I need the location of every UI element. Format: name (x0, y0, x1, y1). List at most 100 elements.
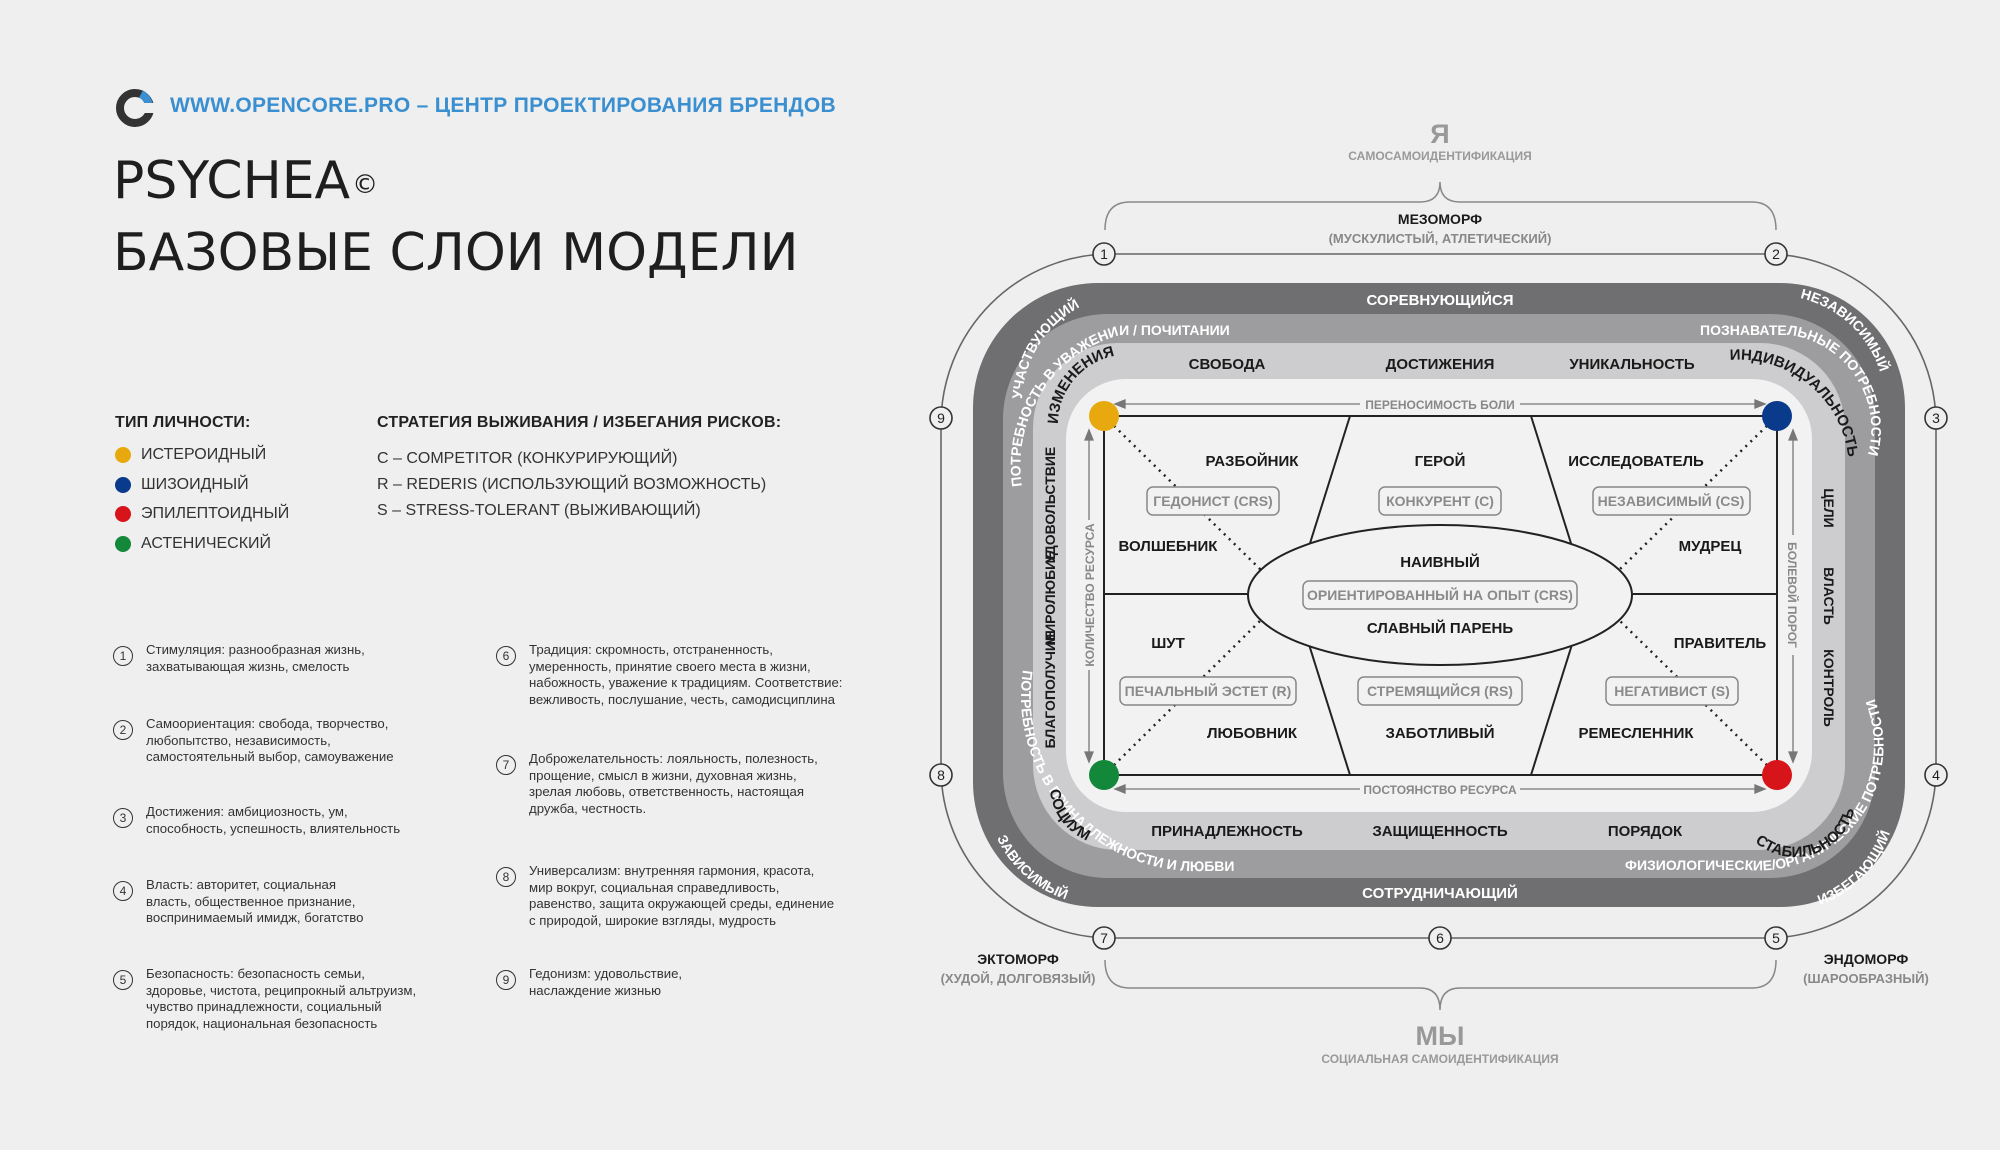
body-endomorph: ЭНДОМОРФ (1824, 951, 1909, 967)
motive-bottom: ПРИНАДЛЕЖНОСТЬ (1151, 823, 1303, 840)
archetype-label: ГЕРОЙ (1415, 452, 1466, 470)
ring-number: 4 (1932, 767, 1940, 783)
ring-number: 9 (937, 410, 945, 426)
value-number-icon: 8 (496, 867, 516, 887)
page-title: PSYCHEA© БАЗОВЫЕ СЛОИ МОДЕЛИ (113, 145, 799, 289)
personality-type-label: ЭПИЛЕПТОИДНЫЙ (141, 505, 290, 522)
personality-type: ИСТЕРОИДНЫЙ (115, 446, 266, 464)
archetype-label: ПРАВИТЕЛЬ (1674, 635, 1767, 652)
strategy-box-competitor (1378, 486, 1502, 516)
strategy-label: СТРЕМЯЩИЙСЯ (RS) (1367, 682, 1513, 699)
personality-type-label: ИСТЕРОИДНЫЙ (141, 446, 267, 463)
value-text: Власть: авторитет, социальная власть, об… (146, 877, 364, 926)
axis-left: КОЛИЧЕСТВО РЕСУРСА (1083, 523, 1097, 667)
value-number-icon: 7 (496, 755, 516, 775)
dot-hysteroid (1089, 401, 1119, 431)
ring-number: 1 (1100, 246, 1108, 262)
motive-left: УДОВОЛЬСТВИЕ (1042, 447, 1058, 564)
title-line2: БАЗОВЫЕ СЛОИ МОДЕЛИ (113, 223, 799, 283)
archetype-label: ШУТ (1151, 635, 1185, 652)
archetype-label: ЗАБОТЛИВЫЙ (1385, 724, 1494, 742)
copyright-sign: © (352, 170, 379, 200)
strategy-box-negativist (1605, 676, 1739, 706)
value-text: Доброжелательность: лояльность, полезнос… (529, 751, 818, 816)
archetype-label: МУДРЕЦ (1679, 538, 1742, 555)
strategy-label: КОНКУРЕНТ (C) (1386, 493, 1494, 509)
motive-top: ДОСТИЖЕНИЯ (1386, 356, 1495, 373)
strategy-box-aesthete (1119, 676, 1297, 706)
outer-label-bottom: СОТРУДНИЧАЮЩИЙ (1362, 884, 1518, 902)
core-frame (1103, 415, 1778, 776)
value-number-icon: 9 (496, 970, 516, 990)
body-ectomorph-sub: (ХУДОЙ, ДОЛГОВЯЗЫЙ) (941, 971, 1096, 986)
value-number-icon: 3 (113, 808, 133, 828)
ring-number-circle (1764, 242, 1788, 266)
identity-ya-sub: САМОСАМОИДЕНТИФИКАЦИЯ (1348, 149, 1531, 163)
value-item: 8 Универсализм: внутренняя гармония, крас… (496, 863, 834, 929)
strategy-item: R – REDERIS (ИСПОЛЬЗУЮЩИЙ ВОЗМОЖНОСТЬ) (377, 476, 767, 493)
archetype-label: РЕМЕСЛЕННИК (1578, 725, 1694, 742)
motive-top: СВОБОДА (1189, 356, 1266, 373)
strategy-box-hedonist (1146, 486, 1280, 516)
axis-bottom: ПОСТОЯНСТВО РЕСУРСА (1363, 783, 1517, 797)
motive-right: ВЛАСТЬ (1821, 567, 1837, 625)
archetype-label: РАЗБОЙНИК (1206, 452, 1300, 470)
identity-my: МЫ (1416, 1021, 1465, 1051)
motive-left: МИРОЛЮБИЕ (1042, 550, 1058, 645)
ring-number-circle (929, 406, 953, 430)
strategy-box-striving (1357, 676, 1523, 706)
strategy-item: C – COMPETITOR (КОНКУРИРУЮЩИЙ) (377, 450, 678, 467)
axis-top: ПЕРЕНОСИМОСТЬ БОЛИ (1365, 398, 1515, 412)
archetype-label: ЛЮБОВНИК (1207, 725, 1298, 742)
personality-type: АСТЕНИЧЕСКИЙ (115, 535, 271, 553)
strategy-box-experience (1302, 580, 1578, 610)
ring-number-circle (1092, 926, 1116, 950)
outer-label-top: СОРЕВНУЮЩИЙСЯ (1366, 291, 1513, 309)
body-ectomorph: ЭКТОМОРФ (977, 951, 1059, 967)
value-text: Универсализм: внутренняя гармония, красо… (529, 863, 835, 928)
ring-number-circle (929, 763, 953, 787)
personality-heading: ТИП ЛИЧНОСТИ: (115, 414, 251, 431)
ring-number: 5 (1772, 930, 1780, 946)
personality-type-label: ШИЗОИДНЫЙ (141, 475, 249, 493)
archetype-label: НАИВНЫЙ (1400, 553, 1480, 571)
strategy-label: ГЕДОНИСТ (CRS) (1153, 493, 1272, 509)
value-number-icon: 4 (113, 881, 133, 901)
body-mesomorph-sub: (МУСКУЛИСТЫЙ, АТЛЕТИЧЕСКИЙ) (1329, 231, 1552, 246)
strategy-label: ПЕЧАЛЬНЫЙ ЭСТЕТ (R) (1125, 682, 1292, 699)
ring-number-circle (1428, 926, 1452, 950)
personality-type: ЭПИЛЕПТОИДНЫЙ (115, 505, 289, 523)
value-item: 7 Доброжелательность: лояльность, полезно… (496, 751, 818, 817)
ring-number: 6 (1436, 930, 1444, 946)
identity-ya: Я (1430, 119, 1449, 149)
value-number-icon: 6 (496, 646, 516, 666)
personality-type: ШИЗОИДНЫЙ (115, 476, 249, 494)
motive-right: ЦЕЛИ (1821, 488, 1837, 527)
strategy-box-independent (1592, 486, 1751, 516)
dot-asthenic (1089, 760, 1119, 790)
value-number-icon: 2 (113, 720, 133, 740)
motive-bottom: ПОРЯДОК (1608, 823, 1683, 840)
color-dot-icon (115, 506, 131, 522)
strategy-heading: СТРАТЕГИЯ ВЫЖИВАНИЯ / ИЗБЕГАНИЯ РИСКОВ: (377, 414, 782, 431)
archetype-label: ВОЛШЕБНИК (1119, 538, 1219, 555)
value-text: Безопасность: безопасность семьи, здоров… (146, 966, 417, 1031)
strategy-label: НЕЗАВИСИМЫЙ (CS) (1598, 492, 1745, 509)
archetype-label: ИССЛЕДОВАТЕЛЬ (1568, 453, 1704, 470)
ring-number: 2 (1772, 246, 1780, 262)
strategy-item: S – STRESS-TOLERANT (ВЫЖИВАЮЩИЙ) (377, 502, 701, 519)
dot-epileptoid (1762, 760, 1792, 790)
identity-my-sub: СОЦИАЛЬНАЯ САМОИДЕНТИФИКАЦИЯ (1321, 1052, 1558, 1066)
site-link[interactable]: WWW.OPENCORE.PRO – ЦЕНТР ПРОЕКТИРОВАНИЯ … (170, 94, 836, 117)
body-mesomorph: МЕЗОМОРФ (1398, 211, 1482, 227)
value-item: 4 Власть: авторитет, социальная власть, о… (113, 877, 363, 927)
personality-type-label: АСТЕНИЧЕСКИЙ (141, 534, 272, 552)
ring-number: 7 (1100, 930, 1108, 946)
title-line1: PSYCHEA (113, 151, 351, 211)
